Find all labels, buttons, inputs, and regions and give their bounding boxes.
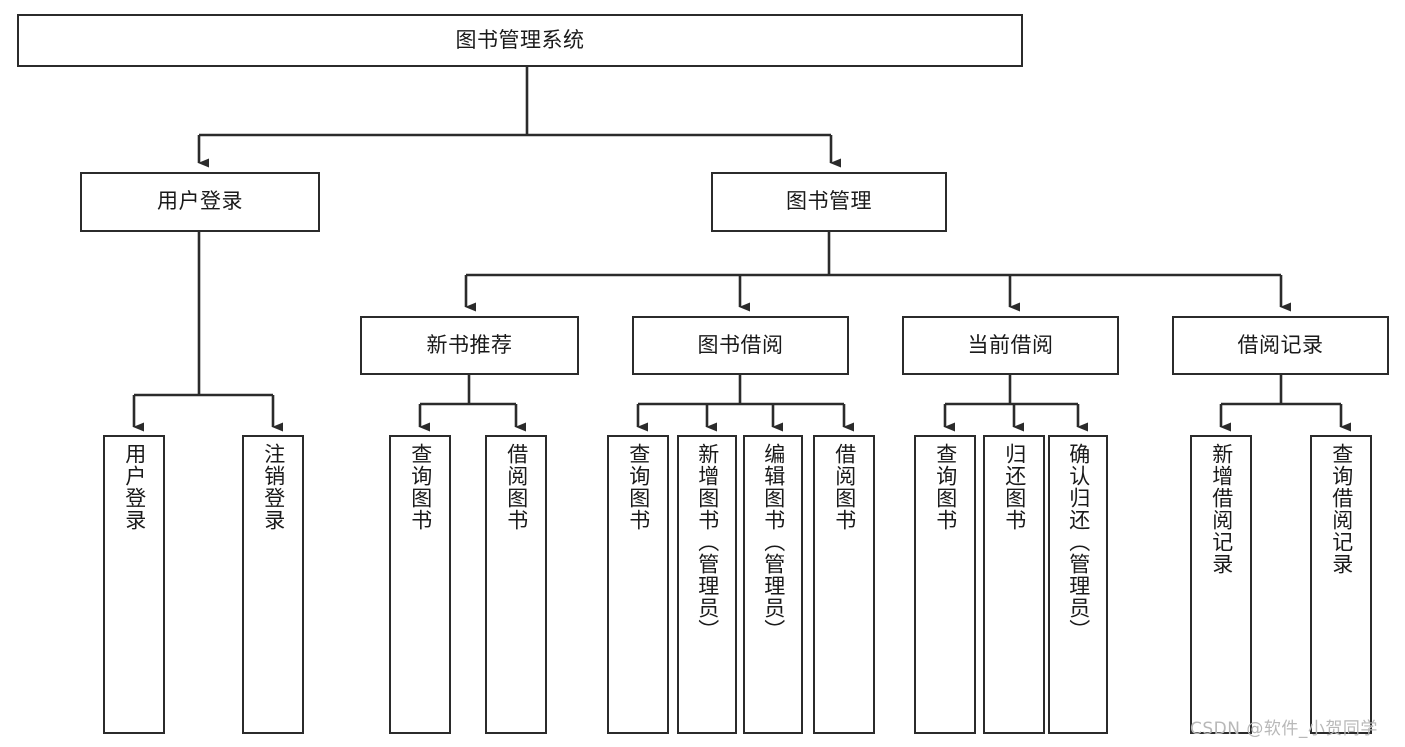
node-user-login[interactable]: 用户登录	[80, 172, 320, 232]
node-new-book-recommend[interactable]: 新书推荐	[360, 316, 579, 375]
csdn-watermark: CSDN @软件_小贺同学	[1190, 719, 1378, 739]
node-leaf-edit-book-admin-label: 编辑图书（管理员）	[761, 443, 786, 641]
node-loan-record[interactable]: 借阅记录	[1172, 316, 1389, 375]
node-leaf-query-book-2[interactable]: 查询图书	[607, 435, 669, 734]
node-leaf-confirm-return-admin-label: 确认归还（管理员）	[1066, 443, 1091, 641]
node-leaf-query-book-1[interactable]: 查询图书	[389, 435, 451, 734]
node-leaf-add-loan-record-label: 新增借阅记录	[1209, 443, 1234, 575]
node-new-book-recommend-label: 新书推荐	[426, 332, 513, 357]
node-leaf-edit-book-admin[interactable]: 编辑图书（管理员）	[743, 435, 803, 734]
node-leaf-borrow-book-2-label: 借阅图书	[832, 443, 857, 531]
node-leaf-query-book-2-label: 查询图书	[626, 443, 651, 531]
node-leaf-query-book-3-label: 查询图书	[933, 443, 958, 531]
node-leaf-add-loan-record[interactable]: 新增借阅记录	[1190, 435, 1252, 734]
node-leaf-borrow-book-1[interactable]: 借阅图书	[485, 435, 547, 734]
node-current-loan-label: 当前借阅	[967, 332, 1054, 357]
node-leaf-user-login[interactable]: 用户登录	[103, 435, 165, 734]
node-root-label: 图书管理系统	[455, 27, 585, 52]
node-leaf-borrow-book-2[interactable]: 借阅图书	[813, 435, 875, 734]
node-book-borrow-label: 图书借阅	[697, 332, 784, 357]
node-book-borrow[interactable]: 图书借阅	[632, 316, 849, 375]
node-leaf-add-book-admin[interactable]: 新增图书（管理员）	[677, 435, 737, 734]
node-leaf-user-logout[interactable]: 注销登录	[242, 435, 304, 734]
node-leaf-user-login-label: 用户登录	[122, 443, 147, 531]
node-leaf-add-book-admin-label: 新增图书（管理员）	[695, 443, 720, 641]
node-book-manage-label: 图书管理	[786, 189, 872, 214]
node-root-system[interactable]: 图书管理系统	[17, 14, 1023, 67]
node-leaf-query-loan-record[interactable]: 查询借阅记录	[1310, 435, 1372, 734]
node-leaf-borrow-book-1-label: 借阅图书	[504, 443, 529, 531]
node-leaf-query-book-1-label: 查询图书	[408, 443, 433, 531]
node-leaf-user-logout-label: 注销登录	[261, 443, 286, 531]
node-leaf-return-book[interactable]: 归还图书	[983, 435, 1045, 734]
node-user-login-label: 用户登录	[157, 189, 243, 214]
node-loan-record-label: 借阅记录	[1237, 332, 1324, 357]
node-current-loan[interactable]: 当前借阅	[902, 316, 1119, 375]
node-leaf-query-loan-record-label: 查询借阅记录	[1329, 443, 1354, 575]
node-leaf-confirm-return-admin[interactable]: 确认归还（管理员）	[1048, 435, 1108, 734]
node-book-manage[interactable]: 图书管理	[711, 172, 947, 232]
node-leaf-query-book-3[interactable]: 查询图书	[914, 435, 976, 734]
node-leaf-return-book-label: 归还图书	[1002, 443, 1027, 531]
